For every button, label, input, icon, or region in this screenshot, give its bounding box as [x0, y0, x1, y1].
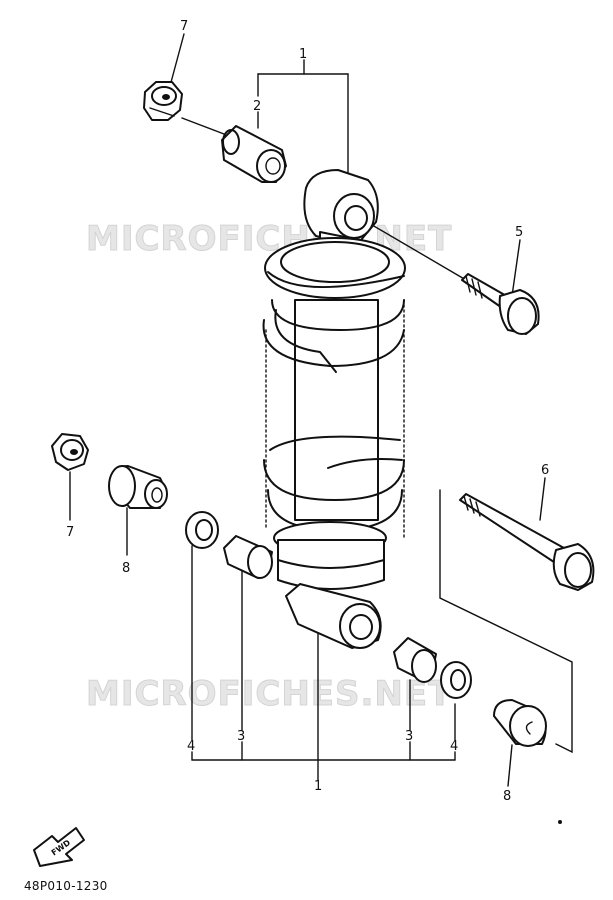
bolt-upper [461, 273, 540, 335]
spacer-right [393, 637, 437, 683]
collar-top [221, 125, 287, 183]
callout-labels: 1 2 7 5 6 7 8 4 3 3 4 1 8 [66, 19, 549, 804]
washer-left [185, 511, 219, 549]
nut-top [143, 81, 183, 121]
callout-8-right: 8 [503, 789, 511, 804]
watermark-top: MICROFICHES.NET [86, 219, 452, 259]
callout-4-right: 4 [450, 739, 458, 754]
callout-1-bottom: 1 [314, 779, 322, 794]
callout-7-left: 7 [66, 525, 74, 540]
callout-2: 2 [253, 99, 261, 114]
callout-4-left: 4 [187, 739, 195, 754]
callout-7-top: 7 [180, 19, 188, 34]
callout-3-left: 3 [237, 729, 245, 744]
flange-right [493, 699, 547, 747]
callout-5: 5 [515, 225, 523, 240]
callout-6: 6 [541, 463, 549, 478]
watermark-bottom: MICROFICHES.NET [86, 674, 452, 714]
washer-right [440, 661, 472, 699]
leader-lines [69, 33, 573, 787]
callout-1-top: 1 [299, 47, 307, 62]
nut-left [51, 433, 89, 471]
dot-mark [558, 820, 562, 824]
shock-absorber [262, 169, 406, 649]
bolt-lower [459, 493, 595, 591]
diagram-code: 48P010-1230 [24, 879, 108, 893]
fwd-arrow: FWD [33, 827, 85, 867]
callout-8-left: 8 [122, 561, 130, 576]
flange-left [108, 465, 168, 509]
spacer-left [223, 535, 273, 579]
callout-3-right: 3 [405, 729, 413, 744]
